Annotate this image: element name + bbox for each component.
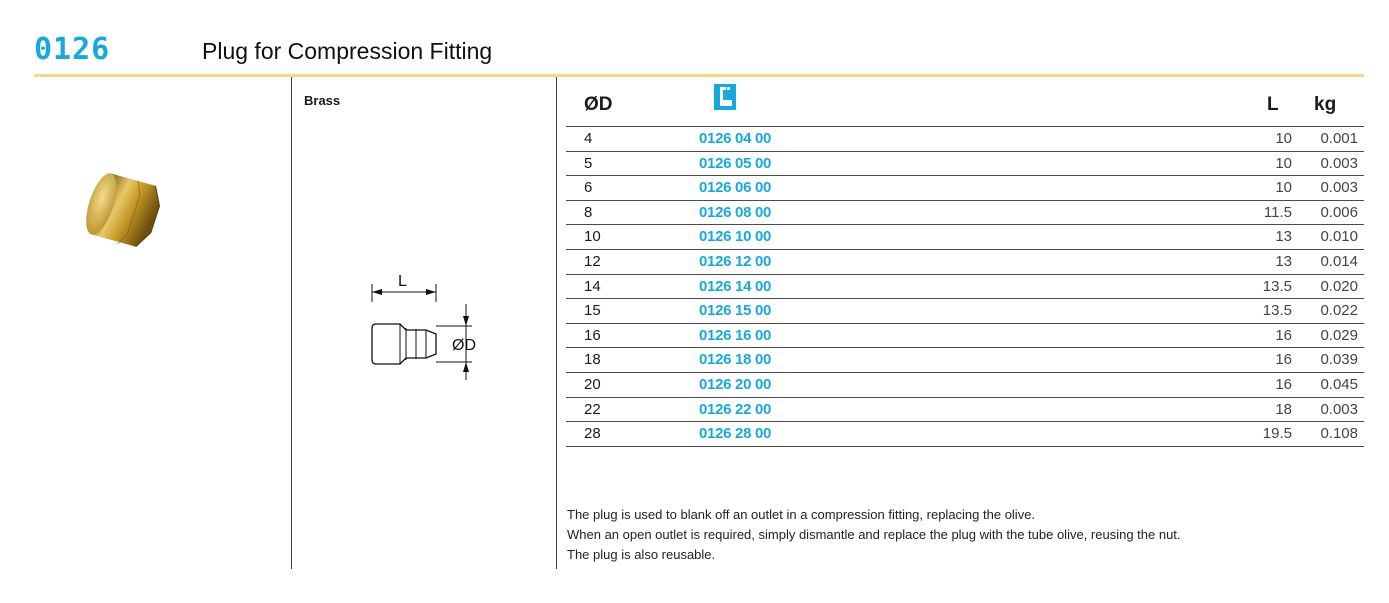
page-header: 0126 Plug for Compression Fitting <box>34 30 1364 74</box>
article-table: ØD L kg 4 0126 04 00 10 0.001 5 0126 05 00 10 0… <box>566 84 1364 447</box>
article-number-link[interactable]: 0126 06 00 <box>699 179 772 197</box>
table-row: 18 0126 18 00 16 0.039 <box>566 347 1364 372</box>
weight-cell: 0.003 <box>1320 400 1358 418</box>
note-line-1: The plug is used to blank off an outlet … <box>567 507 1036 522</box>
length-cell: 10 <box>1275 154 1292 172</box>
diameter-cell: 15 <box>584 302 601 320</box>
table-row: 12 0126 12 00 13 0.014 <box>566 248 1364 274</box>
weight-cell: 0.003 <box>1320 179 1358 197</box>
column-divider-2 <box>556 77 557 569</box>
weight-cell: 0.045 <box>1320 375 1358 393</box>
length-cell: 16 <box>1275 351 1292 369</box>
length-cell: 13 <box>1275 252 1292 270</box>
table-row: 5 0126 05 00 10 0.003 <box>566 150 1364 176</box>
weight-cell: 0.014 <box>1320 252 1358 270</box>
length-cell: 13.5 <box>1262 277 1292 295</box>
diameter-cell: 22 <box>584 400 601 418</box>
diagram-length-label: L <box>398 273 407 290</box>
weight-cell: 0.108 <box>1320 425 1358 443</box>
column-header-weight: kg <box>1314 94 1337 115</box>
table-row: 6 0126 06 00 10 0.003 <box>566 175 1364 200</box>
article-number-link[interactable]: 0126 14 00 <box>699 277 772 295</box>
length-cell: 11.5 <box>1263 203 1292 221</box>
article-number-icon <box>714 84 736 110</box>
page-title: Plug for Compression Fitting <box>202 38 493 64</box>
table-row: 22 0126 22 00 18 0.003 <box>566 396 1364 422</box>
article-number-link[interactable]: 0126 20 00 <box>699 375 772 393</box>
length-cell: 16 <box>1275 326 1292 344</box>
article-number-link[interactable]: 0126 22 00 <box>699 400 772 418</box>
column-header-diameter: ØD <box>584 94 613 115</box>
weight-cell: 0.029 <box>1320 326 1358 344</box>
material-label: Brass <box>304 93 341 108</box>
table-row: 10 0126 10 00 13 0.010 <box>566 224 1364 249</box>
article-number-link[interactable]: 0126 04 00 <box>699 130 772 147</box>
table-row: 8 0126 08 00 11.5 0.006 <box>566 199 1364 225</box>
length-cell: 10 <box>1275 130 1292 147</box>
plug-dimension-diagram: L ØD <box>371 273 476 380</box>
diameter-cell: 4 <box>584 130 593 147</box>
length-cell: 13 <box>1275 228 1292 246</box>
length-cell: 13.5 <box>1262 302 1292 320</box>
table-row: 14 0126 14 00 13.5 0.020 <box>566 273 1364 299</box>
table-row: 4 0126 04 00 10 0.001 <box>566 126 1364 151</box>
weight-cell: 0.006 <box>1320 203 1358 221</box>
diameter-cell: 16 <box>584 326 601 344</box>
article-number-link[interactable]: 0126 18 00 <box>699 351 772 369</box>
diameter-cell: 6 <box>584 179 593 197</box>
table-row: 28 0126 28 00 19.5 0.108 <box>566 421 1364 447</box>
diameter-cell: 20 <box>584 375 601 393</box>
weight-cell: 0.003 <box>1320 154 1358 172</box>
brass-plug-photo <box>86 173 160 248</box>
diameter-cell: 5 <box>584 154 593 172</box>
weight-cell: 0.010 <box>1320 228 1358 246</box>
diameter-cell: 28 <box>584 425 601 443</box>
article-number-link[interactable]: 0126 08 00 <box>699 203 772 221</box>
note-line-2: When an open outlet is required, simply … <box>567 527 1181 542</box>
weight-cell: 0.001 <box>1320 130 1358 147</box>
product-notes: The plug is used to blank off an outlet … <box>567 505 1181 565</box>
diameter-cell: 14 <box>584 277 601 295</box>
length-cell: 18 <box>1275 400 1292 418</box>
column-header-length: L <box>1267 94 1279 115</box>
article-number-link[interactable]: 0126 10 00 <box>699 228 772 246</box>
diameter-cell: 10 <box>584 228 601 246</box>
table-row: 20 0126 20 00 16 0.045 <box>566 371 1364 397</box>
table-row: 15 0126 15 00 13.5 0.022 <box>566 298 1364 323</box>
column-divider-1 <box>291 77 292 569</box>
article-number-link[interactable]: 0126 28 00 <box>699 425 772 443</box>
diameter-cell: 12 <box>584 252 601 270</box>
table-header: ØD L kg <box>566 84 1364 126</box>
header-divider <box>34 74 1364 77</box>
product-code: 0126 <box>34 32 111 67</box>
weight-cell: 0.039 <box>1320 351 1358 369</box>
length-cell: 16 <box>1275 375 1292 393</box>
weight-cell: 0.020 <box>1320 277 1358 295</box>
table-row: 16 0126 16 00 16 0.029 <box>566 322 1364 348</box>
note-line-3: The plug is also reusable. <box>567 547 716 562</box>
diameter-cell: 8 <box>584 203 593 221</box>
diagram-diameter-label: ØD <box>452 337 476 354</box>
article-number-link[interactable]: 0126 05 00 <box>699 154 772 172</box>
table-body: 4 0126 04 00 10 0.001 5 0126 05 00 10 0.003 6 012… <box>566 126 1364 447</box>
weight-cell: 0.022 <box>1320 302 1358 320</box>
diameter-cell: 18 <box>584 351 601 369</box>
article-number-link[interactable]: 0126 12 00 <box>699 252 772 270</box>
length-cell: 10 <box>1275 179 1292 197</box>
length-cell: 19.5 <box>1262 425 1292 443</box>
article-number-link[interactable]: 0126 15 00 <box>699 302 772 320</box>
article-number-link[interactable]: 0126 16 00 <box>699 326 772 344</box>
